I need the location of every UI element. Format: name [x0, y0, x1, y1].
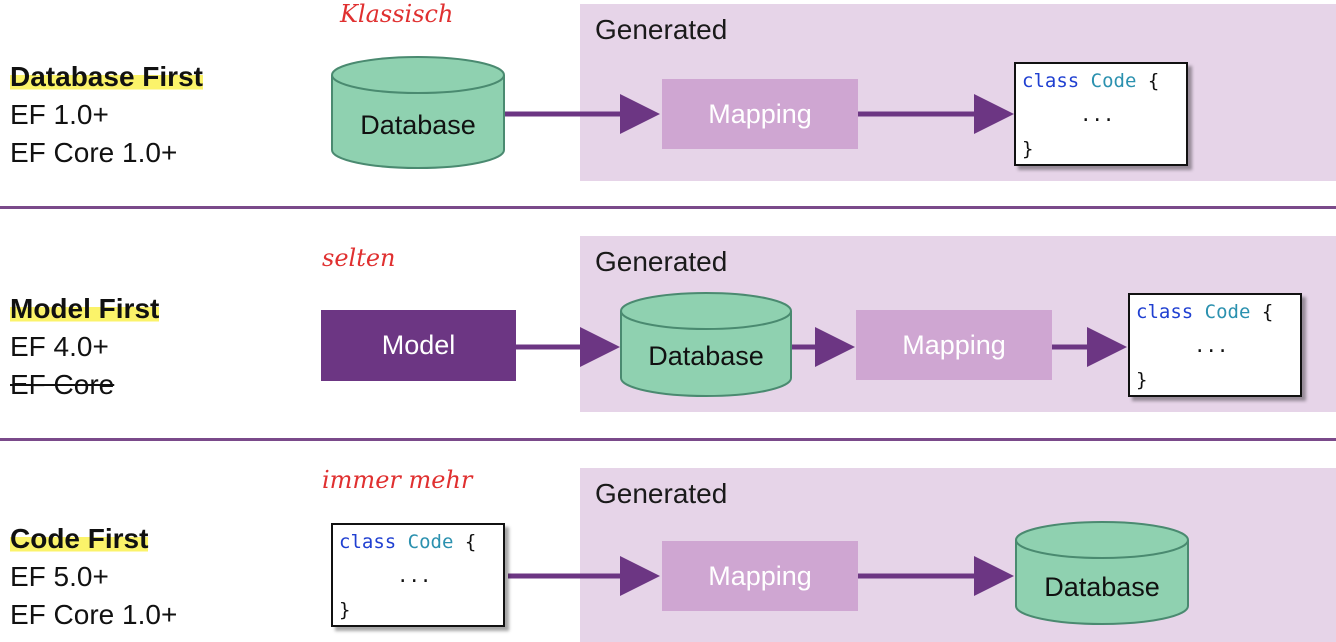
code-box: class Code { ... } [1014, 62, 1188, 166]
code-type: Code [1204, 301, 1251, 323]
database-label: Database [360, 110, 476, 140]
code-box: class Code { ... } [331, 523, 505, 627]
code-dots: ... [1080, 104, 1115, 126]
row-title-model-first: Model First EF 4.0+ EF Core [10, 290, 160, 404]
handwritten-note: immer mehr [322, 466, 473, 494]
code-keyword: class [1136, 301, 1194, 323]
version-line: EF Core 1.0+ [10, 599, 178, 630]
approach-name: Database First [10, 61, 203, 92]
code-keyword: class [339, 531, 397, 553]
database-cylinder [620, 292, 792, 397]
database-label: Database [1044, 572, 1160, 602]
code-dots: ... [1194, 335, 1229, 357]
code-close: } [339, 599, 351, 621]
generated-label: Generated [595, 14, 728, 45]
database-label: Database [648, 341, 764, 371]
code-brace: { [1147, 70, 1160, 92]
row-title-database-first: Database First EF 1.0+ EF Core 1.0+ [10, 58, 203, 172]
generated-label: Generated [595, 478, 728, 509]
model-box: Model [321, 310, 516, 381]
code-box: class Code { ... } [1128, 293, 1302, 397]
handwritten-note: selten [322, 244, 396, 272]
code-close: } [1136, 369, 1148, 391]
approach-name: Code First [10, 523, 149, 554]
code-type: Code [1090, 70, 1137, 92]
database-cylinder [1015, 521, 1189, 625]
code-brace: { [1261, 301, 1274, 323]
code-type: Code [407, 531, 454, 553]
handwritten-note: Klassisch [340, 0, 454, 28]
code-keyword: class [1022, 70, 1080, 92]
version-line: EF 1.0+ [10, 99, 109, 130]
generated-label: Generated [595, 246, 728, 277]
mapping-box: Mapping [856, 310, 1052, 380]
database-cylinder [331, 56, 505, 169]
version-line: EF 5.0+ [10, 561, 109, 592]
row-divider [0, 206, 1336, 209]
approach-name: Model First [10, 293, 160, 324]
mapping-box: Mapping [662, 79, 858, 149]
code-close: } [1022, 138, 1034, 160]
mapping-box: Mapping [662, 541, 858, 611]
code-dots: ... [397, 565, 432, 587]
version-line: EF 4.0+ [10, 331, 109, 362]
row-title-code-first: Code First EF 5.0+ EF Core 1.0+ [10, 520, 177, 634]
version-line: EF Core 1.0+ [10, 137, 178, 168]
row-divider [0, 438, 1336, 441]
version-line-struck: EF Core [10, 369, 115, 400]
code-brace: { [464, 531, 477, 553]
